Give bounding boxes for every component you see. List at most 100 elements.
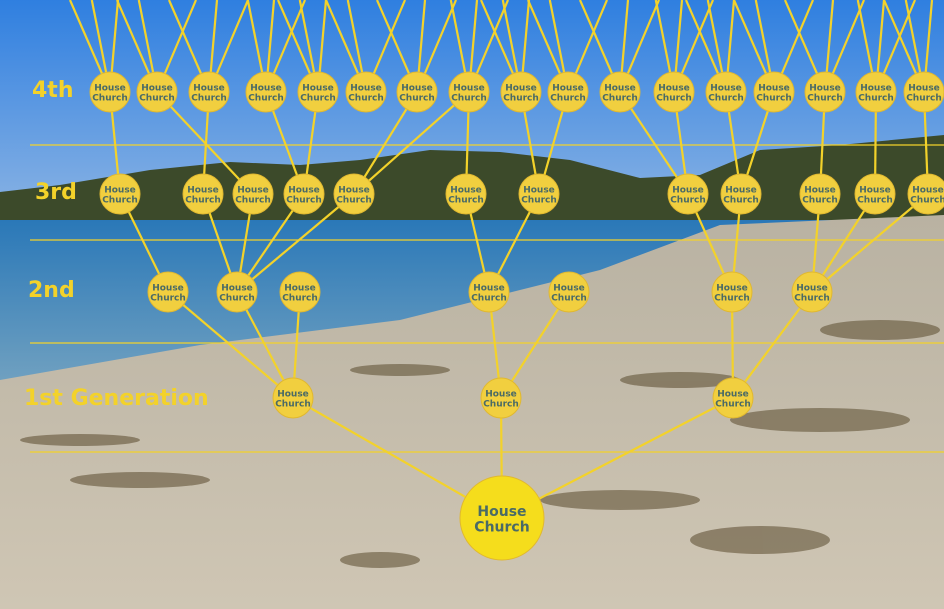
- node-label-line2: Church: [708, 94, 744, 104]
- node-label-line1: House: [796, 284, 828, 294]
- node-label-line1: House: [94, 84, 126, 94]
- node-label-line2: Church: [503, 94, 539, 104]
- node-label-line2: Church: [483, 400, 519, 410]
- node-label-line2: Church: [451, 94, 487, 104]
- node-label-line2: Church: [551, 294, 587, 304]
- node-label-line2: Church: [521, 196, 557, 206]
- node-label-line2: Church: [802, 196, 838, 206]
- node-label-line1: House: [716, 284, 748, 294]
- generation-label-3rd: 3rd: [35, 180, 77, 205]
- node-label-line2: Church: [102, 196, 138, 206]
- node-label-line1: House: [804, 186, 836, 196]
- node-label-line1: House: [450, 186, 482, 196]
- generation-label-4th: 4th: [32, 78, 74, 103]
- node-label-line1: House: [809, 84, 841, 94]
- node-label-line1: House: [288, 186, 320, 196]
- node-label-line2: Church: [794, 294, 830, 304]
- node-label-line2: Church: [336, 196, 372, 206]
- node-label-line2: Church: [910, 196, 944, 206]
- node-label-line2: Church: [471, 294, 507, 304]
- node-label-line2: Church: [448, 196, 484, 206]
- node-label-line2: Church: [670, 196, 706, 206]
- node-label-line1: House: [505, 84, 537, 94]
- node-label-line2: Church: [219, 294, 255, 304]
- node-label-line1: House: [193, 84, 225, 94]
- node-label-line2: Church: [715, 400, 751, 410]
- connection-line: [811, 193, 929, 293]
- node-label-line1: House: [152, 284, 184, 294]
- node-label-line1: House: [912, 186, 944, 196]
- node-label-line2: Church: [723, 196, 759, 206]
- node-label-line2: Church: [714, 294, 750, 304]
- node-label-line1: House: [350, 84, 382, 94]
- node-label-line1: House: [237, 186, 269, 196]
- node-label-line2: Church: [282, 294, 318, 304]
- connection-line: [353, 91, 470, 195]
- generation-label-1st: 1st Generation: [24, 386, 209, 411]
- node-label-line2: Church: [906, 94, 942, 104]
- node-label-line2: Church: [602, 94, 638, 104]
- node-label-line2: Church: [235, 196, 271, 206]
- connection-line: [501, 397, 734, 519]
- node-label-line1: House: [860, 84, 892, 94]
- node-label-line1: House: [302, 84, 334, 94]
- node-label-line1: House: [604, 84, 636, 94]
- node-label-line1: House: [725, 186, 757, 196]
- node-label-line1: House: [473, 284, 505, 294]
- node-label-line2: Church: [275, 400, 311, 410]
- connection-line: [167, 291, 294, 399]
- node-label-line2: Church: [139, 94, 175, 104]
- node-label-line1: House: [187, 186, 219, 196]
- node-label-line1: House: [277, 390, 309, 400]
- node-label-line1: House: [401, 84, 433, 94]
- node-label-line2: Church: [756, 94, 792, 104]
- node-label-line2: Church: [185, 196, 221, 206]
- node-label-line2: Church: [399, 94, 435, 104]
- node-label-line2: Church: [807, 94, 843, 104]
- node-label-line1: House: [284, 284, 316, 294]
- connection-line: [236, 193, 355, 293]
- node-label-line1: House: [710, 84, 742, 94]
- node-label-line2: Church: [858, 94, 894, 104]
- connection-line: [732, 291, 813, 399]
- node-label-line1: House: [485, 390, 517, 400]
- connection-line: [500, 291, 570, 399]
- node-label-line1: House: [523, 186, 555, 196]
- node-label-line2: Church: [286, 196, 322, 206]
- node-label-line1: House: [908, 84, 940, 94]
- node-label-line1: House: [672, 186, 704, 196]
- node-label-line1: House: [338, 186, 370, 196]
- node-label-line2: Church: [550, 94, 586, 104]
- node-label-line1: House: [859, 186, 891, 196]
- node-label-line2: Church: [656, 94, 692, 104]
- node-label-line1: House: [553, 284, 585, 294]
- node-label-line2: Church: [857, 196, 893, 206]
